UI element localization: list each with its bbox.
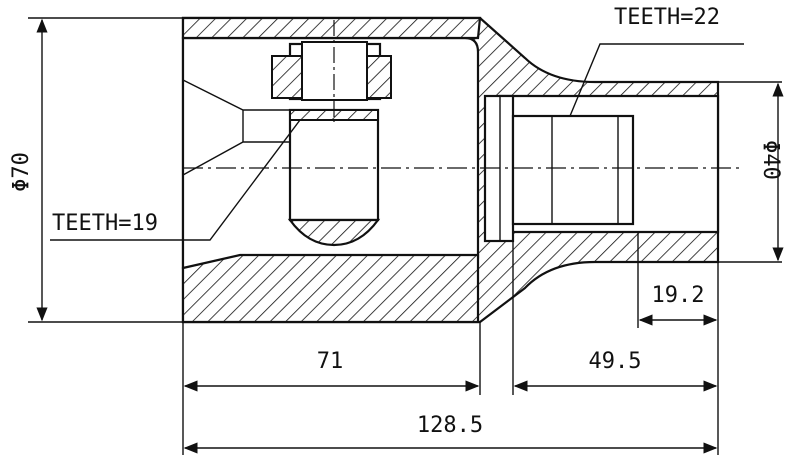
len-shaft-label: 49.5: [589, 349, 642, 374]
len-spline-label: 19.2: [652, 283, 705, 308]
len-bell-label: 71: [317, 349, 344, 374]
bell-upper-wall: [181, 16, 482, 40]
teeth-outer-label: TEETH=22: [614, 5, 720, 30]
spline-section: [511, 114, 635, 226]
teeth-inner-label: TEETH=19: [52, 211, 158, 236]
dia-shaft-label: Φ40: [758, 140, 783, 180]
spider-cap-left: [271, 55, 303, 99]
bell-lower-wall: [181, 253, 480, 324]
spider-cap-right: [366, 55, 392, 99]
roller-bottom: [287, 218, 381, 247]
tripod-roller: [288, 108, 380, 222]
dia-outer-label: Φ70: [9, 152, 34, 192]
len-total-label: 128.5: [417, 413, 483, 438]
